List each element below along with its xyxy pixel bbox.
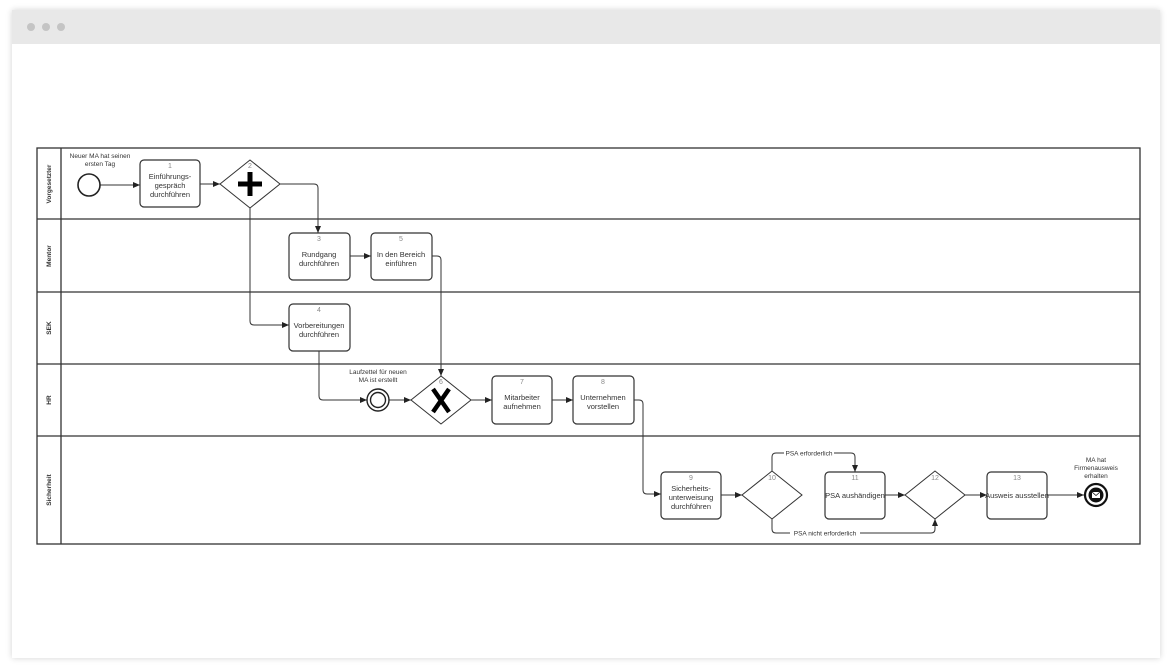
svg-text:7: 7 bbox=[520, 379, 524, 386]
svg-text:3: 3 bbox=[317, 236, 321, 243]
intermediate-event[interactable]: Laufzettel für neuen MA ist erstellt bbox=[349, 369, 407, 412]
task-1[interactable]: 1 Einführungs- gespräch durchführen bbox=[139, 159, 201, 208]
svg-text:PSA aushändigen: PSA aushändigen bbox=[825, 491, 885, 500]
flow-t8-t9 bbox=[634, 399, 661, 497]
svg-text:4: 4 bbox=[317, 307, 321, 314]
svg-text:2: 2 bbox=[248, 163, 252, 170]
svg-text:unterweisung: unterweisung bbox=[669, 493, 714, 502]
svg-text:Neuer MA hat seinen: Neuer MA hat seinen bbox=[70, 153, 131, 160]
lane-label-mentor: Mentor bbox=[46, 245, 53, 267]
plus-icon bbox=[238, 172, 262, 196]
svg-text:vorstellen: vorstellen bbox=[587, 402, 619, 411]
svg-text:einführen: einführen bbox=[385, 259, 416, 268]
window-minimize-dot[interactable] bbox=[42, 23, 50, 31]
lane-label-vorgesetzter: Vorgesetzter bbox=[46, 164, 53, 203]
svg-text:8: 8 bbox=[601, 379, 605, 386]
task-9[interactable]: 9 Sicherheits- unterweisung durchführen bbox=[660, 471, 722, 520]
gateway-6-exclusive[interactable]: 6 bbox=[410, 375, 472, 425]
envelope-icon bbox=[1091, 491, 1101, 498]
lane-label-hr: HR bbox=[46, 395, 53, 405]
svg-text:Unternehmen: Unternehmen bbox=[580, 393, 625, 402]
gateway-12[interactable]: 12 bbox=[904, 470, 966, 520]
flow-t5-g6 bbox=[432, 255, 444, 376]
gateway-10[interactable]: 10 bbox=[741, 470, 803, 520]
svg-text:12: 12 bbox=[931, 475, 939, 482]
flow-label-psa-not-required: PSA nicht erforderlich bbox=[794, 531, 857, 538]
svg-text:Rundgang: Rundgang bbox=[302, 250, 337, 259]
task-13[interactable]: 13 Ausweis ausstellen bbox=[985, 471, 1049, 520]
task-3[interactable]: 3 Rundgang durchführen bbox=[288, 232, 351, 281]
svg-text:Ausweis ausstellen: Ausweis ausstellen bbox=[985, 491, 1049, 500]
svg-text:13: 13 bbox=[1013, 475, 1021, 482]
flow-label-psa-required: PSA erforderlich bbox=[786, 451, 833, 458]
svg-text:11: 11 bbox=[851, 475, 858, 482]
svg-text:Einführungs-: Einführungs- bbox=[149, 172, 192, 181]
lane-label-sek: SEK bbox=[46, 321, 53, 335]
svg-text:Laufzettel für neuen: Laufzettel für neuen bbox=[349, 369, 407, 376]
window-maximize-dot[interactable] bbox=[57, 23, 65, 31]
svg-text:aufnehmen: aufnehmen bbox=[503, 402, 541, 411]
svg-text:Vorbereitungen: Vorbereitungen bbox=[294, 321, 345, 330]
gateway-2-parallel[interactable]: 2 bbox=[219, 159, 281, 209]
svg-text:durchführen: durchführen bbox=[150, 190, 190, 199]
svg-text:In den Bereich: In den Bereich bbox=[377, 250, 425, 259]
x-icon bbox=[431, 387, 451, 414]
window-titlebar bbox=[12, 10, 1160, 44]
task-8[interactable]: 8 Unternehmen vorstellen bbox=[572, 375, 635, 425]
svg-text:durchführen: durchführen bbox=[671, 502, 711, 511]
svg-text:ersten Tag: ersten Tag bbox=[85, 161, 116, 168]
flow-g2-t3 bbox=[280, 183, 321, 233]
svg-text:MA hat: MA hat bbox=[1086, 457, 1106, 464]
svg-text:gespräch: gespräch bbox=[155, 181, 186, 190]
task-11[interactable]: 11 PSA aushändigen bbox=[824, 471, 886, 520]
task-5[interactable]: 5 In den Bereich einführen bbox=[370, 232, 433, 281]
end-event[interactable]: MA hat Firmenausweis erhalten bbox=[1074, 457, 1119, 508]
svg-text:10: 10 bbox=[768, 475, 776, 482]
sequence-flows: PSA erforderlich PSA nicht erforderlich bbox=[100, 181, 1084, 538]
pool: Vorgesetzter Mentor SEK HR Sicherheit bbox=[36, 147, 1141, 545]
flow-g2-t4 bbox=[249, 208, 289, 328]
svg-text:durchführen: durchführen bbox=[299, 330, 339, 339]
start-event[interactable]: Neuer MA hat seinen ersten Tag bbox=[70, 153, 131, 197]
svg-text:MA ist erstellt: MA ist erstellt bbox=[359, 377, 398, 384]
svg-text:1: 1 bbox=[168, 163, 172, 170]
svg-text:durchführen: durchführen bbox=[299, 259, 339, 268]
svg-text:Firmenausweis: Firmenausweis bbox=[1074, 465, 1118, 472]
svg-text:9: 9 bbox=[689, 475, 693, 482]
task-4[interactable]: 4 Vorbereitungen durchführen bbox=[288, 303, 351, 352]
svg-text:Sicherheits-: Sicherheits- bbox=[671, 484, 711, 493]
task-7[interactable]: 7 Mitarbeiter aufnehmen bbox=[491, 375, 553, 425]
svg-text:erhalten: erhalten bbox=[1084, 473, 1108, 480]
window-close-dot[interactable] bbox=[27, 23, 35, 31]
svg-text:Mitarbeiter: Mitarbeiter bbox=[504, 393, 540, 402]
svg-text:6: 6 bbox=[439, 379, 443, 386]
lane-label-sicherheit: Sicherheit bbox=[46, 473, 53, 505]
flow-t4-event bbox=[318, 351, 367, 403]
svg-text:5: 5 bbox=[399, 236, 403, 243]
